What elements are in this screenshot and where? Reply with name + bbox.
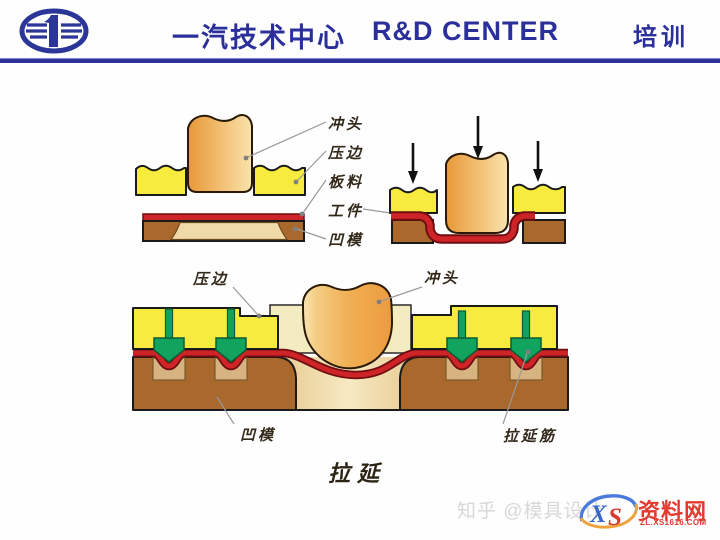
draw-beads (153, 308, 542, 363)
label-punch-draw: 冲头 (424, 271, 461, 287)
watermark-site-url: ZL.XS1616.COM (640, 518, 707, 527)
sheet-shape (142, 213, 305, 222)
die-right-closed (522, 219, 566, 244)
xs-logo-s: S (608, 504, 622, 531)
xs-logo-x: X (589, 501, 608, 528)
workpiece-shape (391, 213, 535, 242)
xs-logo: X S (579, 494, 638, 531)
leader-dots-draw (256, 299, 531, 355)
label-sheet-open: 板料 (328, 175, 365, 191)
sheet-draw-shape (133, 350, 568, 378)
slide-caption: 拉延 (328, 461, 387, 486)
binder-right-closed (512, 183, 566, 214)
binder-left-shape (135, 164, 187, 196)
diagram-closed-state (389, 116, 566, 244)
header-training-label: 培训 (633, 24, 689, 51)
die-cavity-shape (169, 221, 289, 241)
label-binder-open: 压边 (328, 146, 365, 162)
faw-logo-one (44, 15, 58, 47)
punch-draw-shape (301, 282, 394, 370)
header-title-cn: 一汽技术中心 (172, 23, 346, 53)
watermark-credit: 知乎 @模具设计 (457, 501, 604, 522)
die-right-block (399, 356, 569, 411)
leader-lines-draw (216, 286, 528, 425)
binder-right-shape (253, 164, 306, 196)
label-workpiece-open: 工件 (328, 204, 365, 220)
header-title-en: R&D CENTER (372, 16, 560, 46)
faw-logo (19, 8, 89, 54)
watermark-site-name: 资料网 (638, 499, 708, 524)
punch-closed-shape (445, 151, 509, 234)
faw-logo-wings (26, 23, 82, 39)
header-rule (0, 58, 720, 63)
label-die-open: 凹模 (328, 233, 365, 249)
force-arrows (408, 116, 543, 184)
punch-shape (187, 114, 253, 193)
label-punch-open: 冲头 (328, 117, 365, 133)
label-draw-bead: 拉延筋 (503, 429, 558, 445)
label-binder-draw: 压边 (193, 272, 230, 288)
xs-logo-blue-swoosh (579, 494, 638, 522)
label-die-draw: 凹模 (240, 428, 277, 444)
diagram-open-state (135, 114, 415, 242)
binder-left-closed (389, 186, 438, 214)
xs-logo-orange-swoosh (579, 503, 638, 529)
diagram-draw-die (132, 282, 569, 425)
